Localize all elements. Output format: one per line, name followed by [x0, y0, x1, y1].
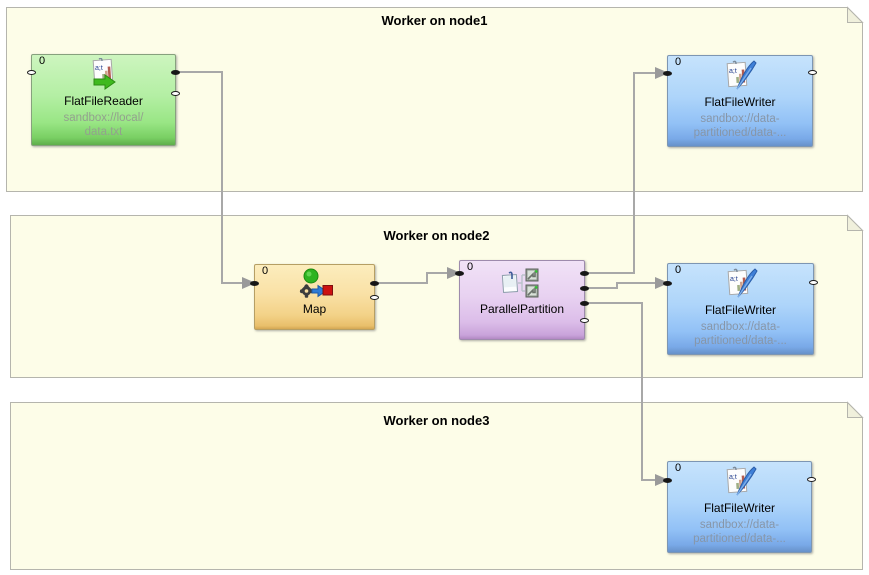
- component-file-url: sandbox://local/ data.txt: [63, 112, 144, 138]
- output-port-0[interactable]: [580, 271, 589, 276]
- component-index: 0: [675, 462, 682, 474]
- output-port-2[interactable]: [580, 301, 589, 306]
- component-label: FlatFileWriter: [703, 501, 776, 515]
- output-port-0[interactable]: [370, 281, 379, 286]
- component-index: 0: [39, 55, 46, 67]
- output-port-0[interactable]: [809, 280, 818, 285]
- component-flatfilewriter-node1[interactable]: 0 a;t FlatFileWriter sand: [663, 55, 817, 147]
- component-file-url: sandbox://data- partitioned/data-...: [693, 519, 786, 545]
- svg-text:a;t: a;t: [730, 276, 738, 283]
- edge-map-to-partition[interactable]: [378, 267, 461, 284]
- output-port-1[interactable]: [580, 286, 589, 291]
- svg-text:a;t: a;t: [729, 474, 737, 481]
- group-title-node1: Worker on node1: [381, 13, 488, 28]
- svg-text:a;t: a;t: [95, 65, 103, 72]
- parallelpartition-icon: [499, 266, 545, 302]
- output-port-3[interactable]: [580, 318, 589, 323]
- component-parallelpartition[interactable]: 0: [455, 260, 589, 340]
- component-label: FlatFileWriter: [704, 95, 776, 109]
- flatfilewriter-icon: a;t: [721, 465, 759, 501]
- component-label: FlatFileWriter: [704, 303, 777, 317]
- svg-text:a;t: a;t: [729, 68, 737, 75]
- input-port-0[interactable]: [455, 271, 464, 276]
- map-icon: [296, 268, 334, 302]
- component-flatfilewriter-node3[interactable]: 0 a;t FlatFileWriter sand: [663, 461, 816, 553]
- output-port-0[interactable]: [808, 70, 817, 75]
- input-port-0[interactable]: [663, 281, 672, 286]
- edge-partition-to-writer1[interactable]: [588, 67, 669, 274]
- output-port-1[interactable]: [171, 91, 180, 96]
- input-port-0[interactable]: [663, 71, 672, 76]
- group-title-node2: Worker on node2: [383, 228, 490, 243]
- component-file-url: sandbox://data- partitioned/data-...: [694, 321, 787, 347]
- component-index: 0: [467, 261, 474, 273]
- flatfilereader-icon: a;t: [86, 57, 122, 94]
- component-label: Map: [302, 302, 327, 316]
- component-label: FlatFileReader: [64, 94, 143, 108]
- component-index: 0: [262, 265, 269, 277]
- component-flatfilereader[interactable]: 0 a;t FlatFileReader sandbox://local: [27, 54, 180, 146]
- component-map[interactable]: 0 Map: [250, 264, 379, 330]
- component-label: ParallelPartition: [479, 302, 565, 316]
- component-file-url: sandbox://data- partitioned/data-...: [693, 113, 787, 139]
- input-port-0[interactable]: [663, 478, 672, 483]
- edge-partition-to-writer2[interactable]: [588, 277, 669, 289]
- output-port-0[interactable]: [807, 477, 816, 482]
- output-port-0[interactable]: [171, 70, 180, 75]
- edge-partition-to-writer3[interactable]: [588, 302, 669, 486]
- flatfilewriter-icon: a;t: [721, 59, 759, 95]
- component-index: 0: [675, 264, 682, 276]
- flatfilewriter-icon: a;t: [722, 267, 760, 303]
- edge-reader-to-map[interactable]: [179, 71, 256, 289]
- group-title-node3: Worker on node3: [383, 413, 490, 428]
- component-index: 0: [675, 56, 682, 68]
- component-flatfilewriter-node2[interactable]: 0 a;t FlatFileWriter sand: [663, 263, 818, 355]
- input-port-0[interactable]: [27, 70, 36, 75]
- worker-group-node3[interactable]: [10, 401, 864, 570]
- input-port-0[interactable]: [250, 281, 259, 286]
- worker-group-node2[interactable]: [10, 214, 864, 378]
- output-port-1[interactable]: [370, 295, 379, 300]
- worker-group-node1[interactable]: [6, 6, 864, 192]
